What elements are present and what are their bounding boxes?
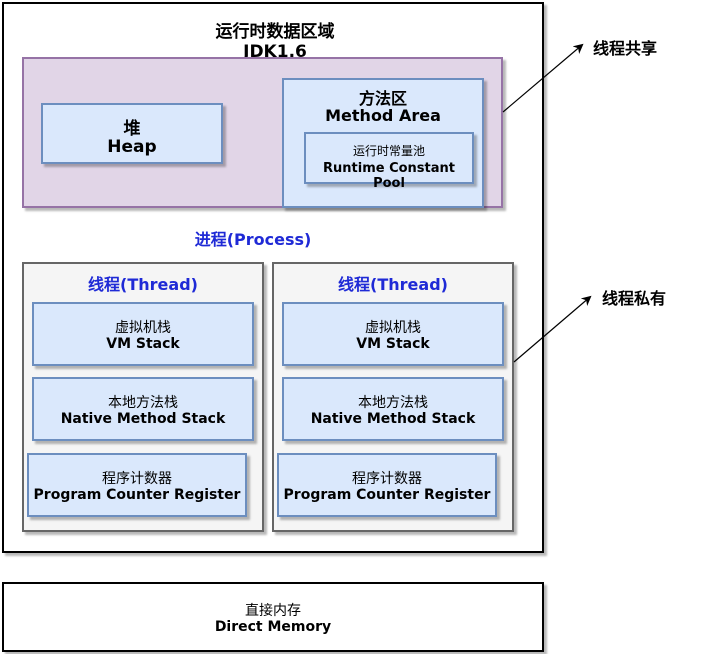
native-method-stack-block: 本地方法栈 Native Method Stack (32, 377, 254, 441)
thread-shared-annotation: 线程共享 (593, 39, 658, 58)
thread-title: 线程(Thread) (338, 275, 448, 294)
pc-register-label-cn: 程序计数器 (102, 471, 172, 487)
vm-stack-label-en: VM Stack (356, 336, 430, 352)
vm-stack-label-cn: 虚拟机栈 (365, 320, 421, 336)
method-area-label-en: Method Area (325, 106, 441, 125)
runtime-area-title: 运行时数据区域 (215, 22, 335, 42)
pc-register-label-en: Program Counter Register (33, 487, 241, 503)
native-stack-label-cn: 本地方法栈 (358, 395, 428, 411)
private-arrow (513, 295, 592, 363)
direct-memory-block: 直接内存 Direct Memory (2, 582, 544, 652)
direct-memory-label-en: Direct Memory (214, 619, 332, 635)
method-area-label-cn: 方法区 (358, 89, 407, 108)
pc-register-label-cn: 程序计数器 (352, 471, 422, 487)
runtime-constant-pool-block: 运行时常量池 Runtime Constant Pool (304, 132, 474, 191)
vm-stack-block: 虚拟机栈 VM Stack (32, 302, 254, 366)
program-counter-block: 程序计数器 Program Counter Register (277, 453, 497, 517)
heap-block: 堆 Heap (41, 103, 223, 164)
shared-arrow (502, 43, 584, 113)
vm-stack-label-en: VM Stack (106, 336, 180, 352)
native-method-stack-block: 本地方法栈 Native Method Stack (282, 377, 504, 441)
native-stack-label-en: Native Method Stack (310, 411, 476, 427)
constant-pool-label-cn: 运行时常量池 (352, 144, 425, 158)
direct-memory-label-cn: 直接内存 (245, 603, 301, 619)
heap-label-en: Heap (107, 137, 157, 157)
vm-stack-label-cn: 虚拟机栈 (115, 320, 171, 336)
heap-label-cn: 堆 (123, 119, 141, 139)
thread-private-annotation: 线程私有 (602, 289, 667, 308)
vm-stack-block: 虚拟机栈 VM Stack (282, 302, 504, 366)
pc-register-label-en: Program Counter Register (283, 487, 491, 503)
program-counter-block: 程序计数器 Program Counter Register (27, 453, 247, 517)
constant-pool-label-en: Runtime Constant Pool (323, 161, 455, 191)
native-stack-label-en: Native Method Stack (60, 411, 226, 427)
process-label: 进程(Process) (194, 230, 312, 249)
native-stack-label-cn: 本地方法栈 (108, 395, 178, 411)
thread-title: 线程(Thread) (88, 275, 198, 294)
